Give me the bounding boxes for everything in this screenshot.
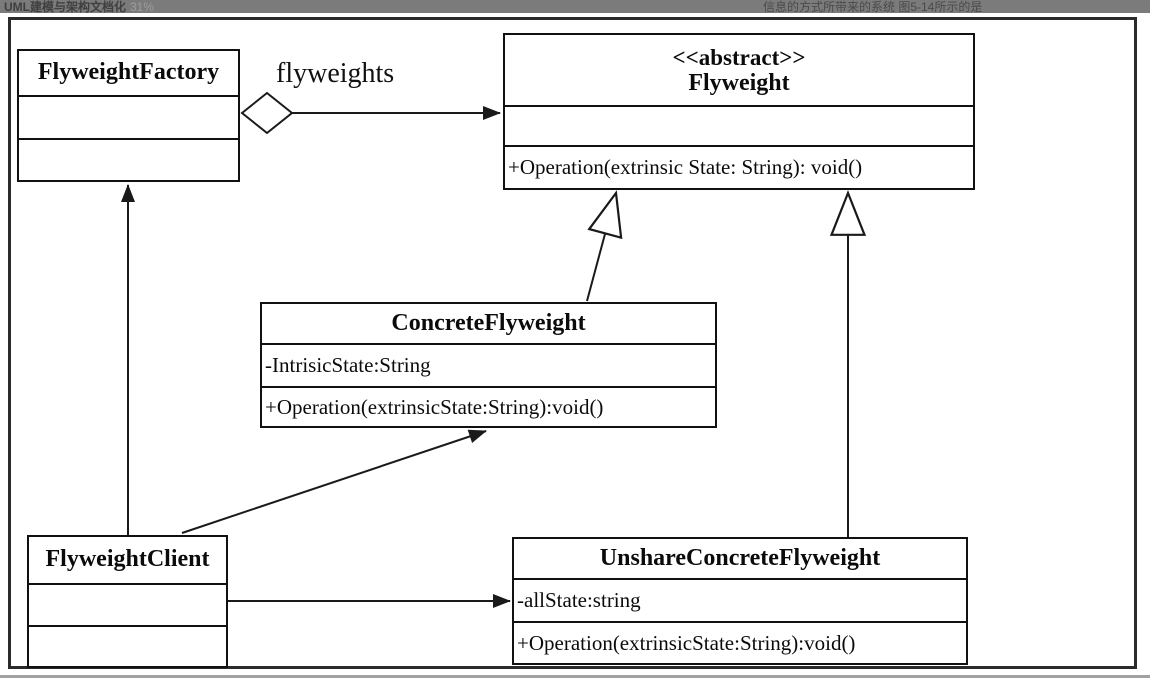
operation-text: +Operation(extrinsicState:String):void() (265, 394, 604, 419)
stereotype-label: <<abstract>> (672, 44, 806, 70)
attributes-compartment-empty (505, 105, 973, 145)
operations-compartment: +Operation(extrinsicState:String):void() (262, 386, 715, 426)
attribute-text: -allState:string (517, 588, 641, 612)
aggregation-label: flyweights (276, 58, 395, 89)
class-concrete-flyweight: ConcreteFlyweight -IntrisicState:String … (260, 302, 717, 428)
class-name-compartment: UnshareConcreteFlyweight (514, 539, 966, 578)
attributes-compartment-empty (19, 95, 238, 138)
operations-compartment: +Operation(extrinsic State: String): voi… (505, 145, 973, 188)
attributes-compartment: -allState:string (514, 578, 966, 621)
class-name: Flyweight (688, 70, 790, 97)
attribute-text: -IntrisicState:String (265, 353, 431, 377)
operations-compartment-empty (19, 138, 238, 180)
operations-compartment-empty (29, 625, 226, 666)
attributes-compartment-empty (29, 583, 226, 625)
document-title: UML建模与架构文档化 (4, 0, 126, 13)
bottom-strip (0, 675, 1150, 678)
class-name: FlyweightClient (45, 546, 210, 573)
operations-compartment: +Operation(extrinsicState:String):void() (514, 621, 966, 663)
class-name-compartment: FlyweightFactory (19, 51, 238, 95)
class-flyweight: <<abstract>> Flyweight +Operation(extrin… (503, 33, 975, 190)
class-flyweight-client: FlyweightClient (27, 535, 228, 668)
header-bar: UML建模与架构文档化 31% 信息的方式所带来的系统 图5-14所示的是 (0, 0, 1150, 13)
class-name: UnshareConcreteFlyweight (599, 544, 881, 571)
zoom-percentage: 31% (130, 0, 155, 13)
class-name-compartment: FlyweightClient (29, 537, 226, 583)
class-name: ConcreteFlyweight (391, 309, 586, 336)
operation-text: +Operation(extrinsic State: String): voi… (508, 155, 863, 179)
class-flyweight-factory: FlyweightFactory (17, 49, 240, 182)
header-right-text: 信息的方式所带来的系统 图5-14所示的是 (763, 0, 983, 13)
attributes-compartment: -IntrisicState:String (262, 343, 715, 386)
class-name-compartment: <<abstract>> Flyweight (505, 35, 973, 105)
class-name: FlyweightFactory (37, 59, 220, 86)
class-unshare-concrete-flyweight: UnshareConcreteFlyweight -allState:strin… (512, 537, 968, 665)
class-name-compartment: ConcreteFlyweight (262, 304, 715, 343)
operation-text: +Operation(extrinsicState:String):void() (517, 630, 856, 655)
